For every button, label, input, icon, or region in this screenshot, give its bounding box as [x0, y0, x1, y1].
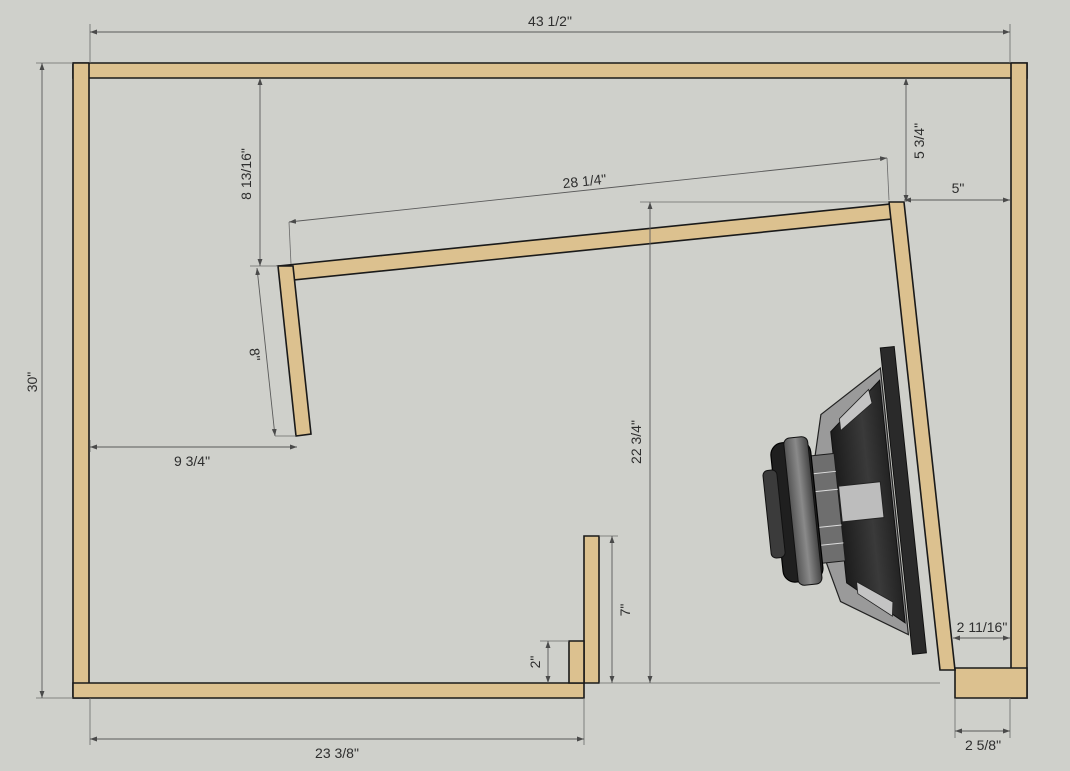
- label-top-gap: 8 13/16": [238, 148, 254, 200]
- baffle-panel: [888, 201, 956, 671]
- label-port-end-offset: 9 3/4": [174, 453, 210, 469]
- label-step-height: 2": [527, 656, 543, 669]
- label-port-end-height: 8": [246, 347, 263, 361]
- port-end-panel: [277, 265, 312, 437]
- bottom-panel-left: [72, 682, 585, 699]
- brace-step: [568, 640, 585, 684]
- port-panel: [276, 203, 893, 281]
- top-panel: [72, 62, 1028, 79]
- label-overall-width: 43 1/2": [528, 13, 572, 29]
- dimension-lines: [39, 29, 1010, 742]
- bottom-panel-right: [954, 667, 1028, 699]
- dim-port-end-height: [255, 267, 277, 437]
- label-baffle-offset: 5": [952, 180, 965, 196]
- label-overall-height: 30": [24, 372, 40, 393]
- label-port-length: 28 1/4": [562, 171, 607, 192]
- label-bottom-panel: 23 3/8": [315, 745, 359, 761]
- label-baffle-gap: 2 11/16": [957, 619, 1008, 635]
- label-inner-height: 22 3/4": [628, 420, 644, 464]
- enclosure-panels: [72, 62, 1028, 699]
- left-panel: [72, 62, 90, 699]
- label-upper-right-gap: 5 3/4": [911, 123, 927, 159]
- right-panel: [1010, 62, 1028, 699]
- dim-port-length: [288, 156, 888, 224]
- label-brace-height: 7": [617, 604, 633, 617]
- dimension-labels: 43 1/2" 30" 8 13/16" 28 1/4" 8" 9 3/4" 5…: [24, 13, 1007, 761]
- subwoofer-icon: [762, 345, 927, 655]
- brace-vertical: [583, 535, 600, 684]
- label-bottom-right-piece: 2 5/8": [965, 737, 1001, 753]
